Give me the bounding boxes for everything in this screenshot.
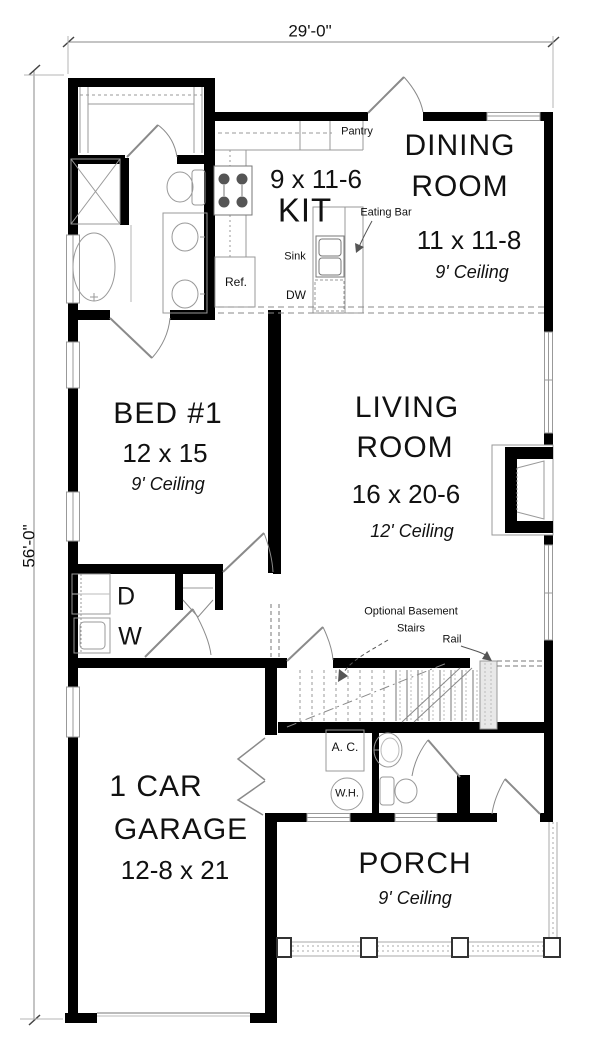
living-room-ceiling: 12' Ceiling — [370, 521, 454, 541]
living-room-title-1: LIVING — [354, 391, 460, 424]
porch-post — [451, 937, 469, 958]
living-room-title-2: ROOM — [356, 431, 454, 464]
front-window-2 — [394, 813, 438, 822]
water-heater-circle — [330, 777, 364, 811]
basement-stairs-arrow — [343, 639, 389, 673]
washer-box — [73, 617, 111, 654]
bath-door — [109, 317, 171, 359]
porch-post — [276, 937, 292, 958]
rail-label: Rail — [442, 633, 462, 646]
kitchen-size: 9 x 11-6 — [269, 164, 363, 194]
garage-door-2 — [236, 780, 266, 816]
dishwasher-label: DW — [286, 288, 306, 302]
dryer-label: D — [116, 582, 136, 611]
bed1-door — [222, 532, 274, 573]
eating-bar-label: Eating Bar — [360, 206, 412, 219]
half-bath-toilet — [379, 776, 418, 806]
bed-window-2 — [66, 491, 80, 542]
vanity — [162, 212, 208, 314]
refrigerator-label: Ref. — [224, 275, 248, 289]
half-bath-door — [411, 739, 461, 778]
bed1-title: BED #1 — [113, 397, 223, 430]
windows — [66, 112, 553, 822]
refrigerator — [214, 256, 256, 308]
annotation-arrows — [338, 220, 492, 682]
kitchen-title: KIT — [277, 191, 333, 229]
porch-post — [543, 937, 561, 958]
ac-unit-box — [325, 729, 365, 772]
water-heater-label: W.H. — [335, 787, 359, 800]
living-window-2 — [544, 544, 553, 641]
dining-room-title-1: DINING — [404, 129, 516, 162]
shower — [70, 158, 121, 225]
hall-door — [144, 608, 212, 658]
garage-window — [66, 686, 80, 738]
basement-stairs-note-1: Optional Basement — [364, 605, 458, 618]
bed1-ceiling: 9' Ceiling — [131, 474, 205, 494]
garage-title-1: 1 CAR — [109, 770, 203, 803]
rail-arrow — [460, 645, 488, 657]
dining-room-ceiling: 9' Ceiling — [435, 262, 509, 282]
front-window-1 — [306, 813, 351, 822]
bed-window-1 — [66, 341, 80, 389]
dimension-lines — [20, 36, 560, 1026]
bathtub — [72, 225, 132, 302]
ac-label: A. C. — [331, 740, 359, 754]
dining-room-title-2: ROOM — [411, 170, 509, 203]
stair-newel-block — [479, 660, 498, 730]
corridor-door — [286, 626, 334, 662]
walkin-closet-shelves — [79, 87, 203, 153]
dining-window — [486, 112, 541, 121]
sink-label: Sink — [284, 250, 306, 263]
stairs — [270, 604, 544, 730]
height-dimension-label: 56'-0" — [19, 524, 39, 568]
closet-door — [126, 124, 178, 158]
garage-door-1 — [236, 737, 266, 781]
washer-label: W — [118, 622, 142, 651]
stove — [213, 165, 253, 216]
bed1-size: 12 x 15 — [122, 438, 208, 468]
doors — [109, 76, 541, 816]
garage-size: 12-8 x 21 — [120, 855, 230, 885]
porch-post — [360, 937, 378, 958]
living-window-1 — [544, 331, 553, 434]
closet-bifold-door — [182, 599, 214, 618]
porch-elements — [97, 822, 561, 1017]
eating-bar-arrow — [358, 220, 373, 248]
garage-title-2: GARAGE — [113, 813, 249, 846]
bath-fixtures — [70, 158, 208, 314]
laundry-fixtures — [71, 573, 214, 654]
toilet — [166, 169, 206, 206]
rear-entry-door — [367, 76, 424, 114]
porch-title: PORCH — [358, 847, 472, 880]
half-bath-sink — [373, 732, 403, 768]
pantry-label: Pantry — [341, 125, 373, 138]
porch-ceiling: 9' Ceiling — [378, 888, 452, 908]
width-dimension-label: 29'-0" — [288, 21, 332, 41]
front-door — [491, 778, 541, 815]
fireplace — [491, 444, 554, 536]
living-room-size: 16 x 20-6 — [351, 479, 461, 509]
basement-stairs-note-2: Stairs — [396, 622, 426, 635]
utility-fixtures — [325, 729, 418, 811]
dining-room-size: 11 x 11-8 — [416, 225, 522, 255]
kitchen-fixtures — [213, 121, 544, 314]
